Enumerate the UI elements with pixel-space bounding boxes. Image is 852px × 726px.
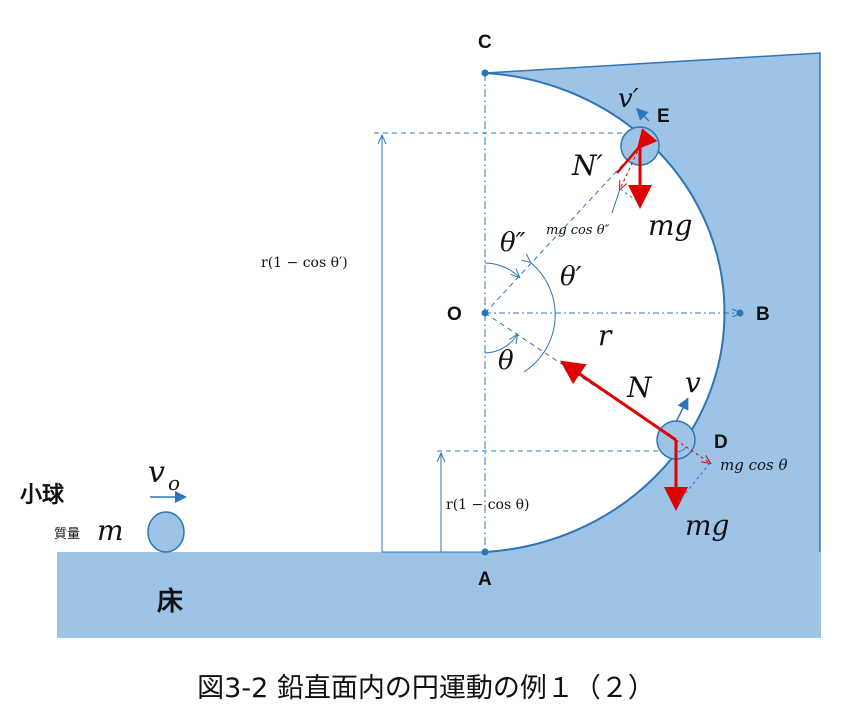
label-height-D: r(1 − cos θ) — [446, 497, 530, 513]
figure-caption: 図3-2 鉛直面内の円運動の例１（２） — [197, 673, 655, 704]
mg-E-projection-guide — [619, 188, 641, 204]
force-N-prime-arrow — [616, 128, 658, 174]
label-A: A — [478, 569, 492, 590]
track-outline — [484, 52, 821, 552]
angle-theta-arc — [484, 335, 517, 354]
label-C: C — [478, 32, 492, 53]
label-D: D — [714, 432, 728, 453]
force-N-arrow — [560, 360, 677, 442]
label-N: N — [626, 371, 653, 404]
mg-cos-theta-dp-pointer — [611, 188, 621, 214]
label-v0: v — [148, 455, 165, 490]
angle-theta-at-D-arc — [675, 446, 687, 453]
angle-theta-double-prime-arc — [484, 262, 519, 277]
track-wall — [485, 53, 820, 552]
point-B-dot — [736, 309, 744, 317]
radius-OE — [484, 145, 641, 314]
label-height-E: r(1 − cos θ′) — [261, 255, 348, 271]
label-v0-subscript: o — [168, 471, 180, 495]
label-theta-double-prime: θ″ — [500, 228, 526, 258]
label-v-prime: v′ — [618, 84, 639, 114]
label-floor: 床 — [157, 586, 183, 617]
label-mass-symbol: m — [97, 514, 124, 547]
velocity-E-arrow — [635, 107, 650, 122]
label-mg-E: mg — [648, 209, 692, 242]
point-A-dot — [481, 548, 489, 556]
angle-theta-prime-arc — [524, 262, 556, 373]
point-C-dot — [481, 69, 489, 77]
label-O: O — [447, 304, 462, 325]
label-v: v — [685, 366, 701, 399]
velocity-D-arrow — [675, 397, 689, 423]
point-O-dot — [481, 309, 489, 317]
label-mg-cos-theta-dp: mg cos θ″ — [546, 223, 610, 238]
mg-cos-theta-dp-component — [620, 145, 641, 189]
label-radius: r — [598, 319, 613, 352]
label-mg-D: mg — [685, 509, 729, 542]
label-E: E — [657, 106, 670, 127]
label-mass: 質量 — [54, 527, 80, 542]
floor-block — [57, 552, 821, 638]
label-theta: θ — [498, 346, 514, 376]
label-mg-cos-theta: mg cos θ — [720, 456, 788, 474]
label-theta-prime: θ′ — [560, 262, 582, 292]
label-N-prime: N′ — [571, 149, 604, 182]
label-ball-name: 小球 — [20, 483, 65, 508]
mg-cos-theta-component — [675, 439, 710, 463]
label-B: B — [756, 304, 770, 325]
ball-small — [147, 511, 185, 553]
